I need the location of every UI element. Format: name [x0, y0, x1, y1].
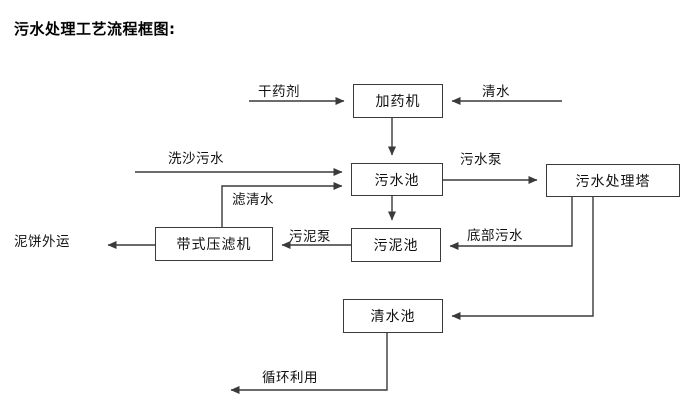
node-label: 带式压滤机 [176, 237, 252, 253]
node-treatment-tower[interactable]: 污水处理塔 [546, 164, 680, 197]
node-label: 清水池 [370, 309, 416, 325]
edge-treatment-tower-to-clear-water-pool [451, 197, 594, 320]
node-label: 污泥池 [373, 238, 419, 254]
edge-belt-filter-to-sewage-pool-filtrate [221, 182, 343, 227]
node-label: 污水处理塔 [575, 173, 651, 190]
edge-label-dry-chemical: 干药剂 [258, 84, 300, 100]
node-sludge-pool[interactable]: 污泥池 [351, 228, 441, 262]
edge-label-sand-wash-water: 洗沙污水 [168, 151, 224, 167]
terminal-label-mud-cake-out: 泥饼外运 [14, 234, 70, 250]
node-label: 污水池 [374, 172, 420, 189]
edge-label-sludge-pump: 污泥泵 [289, 229, 331, 245]
edge-clear-water-pool-to-recycle [230, 333, 388, 394]
edge-label-recycle-use: 循环利用 [262, 370, 318, 386]
page-title: 污水处理工艺流程框图: [14, 20, 176, 38]
edge-label-clean-water: 清水 [482, 84, 510, 100]
edge-treatment-tower-to-sludge-pool [449, 197, 573, 250]
node-label: 加药机 [375, 94, 421, 110]
edge-label-bottom-sewage: 底部污水 [467, 228, 523, 244]
node-sewage-pool[interactable]: 污水池 [351, 163, 443, 196]
node-dosing-machine[interactable]: 加药机 [353, 84, 443, 118]
node-clear-water-pool[interactable]: 清水池 [343, 299, 443, 333]
node-belt-filter-press[interactable]: 带式压滤机 [155, 227, 273, 261]
edge-label-filtrate-water: 滤清水 [232, 192, 274, 208]
edge-label-sewage-pump: 污水泵 [460, 152, 502, 168]
